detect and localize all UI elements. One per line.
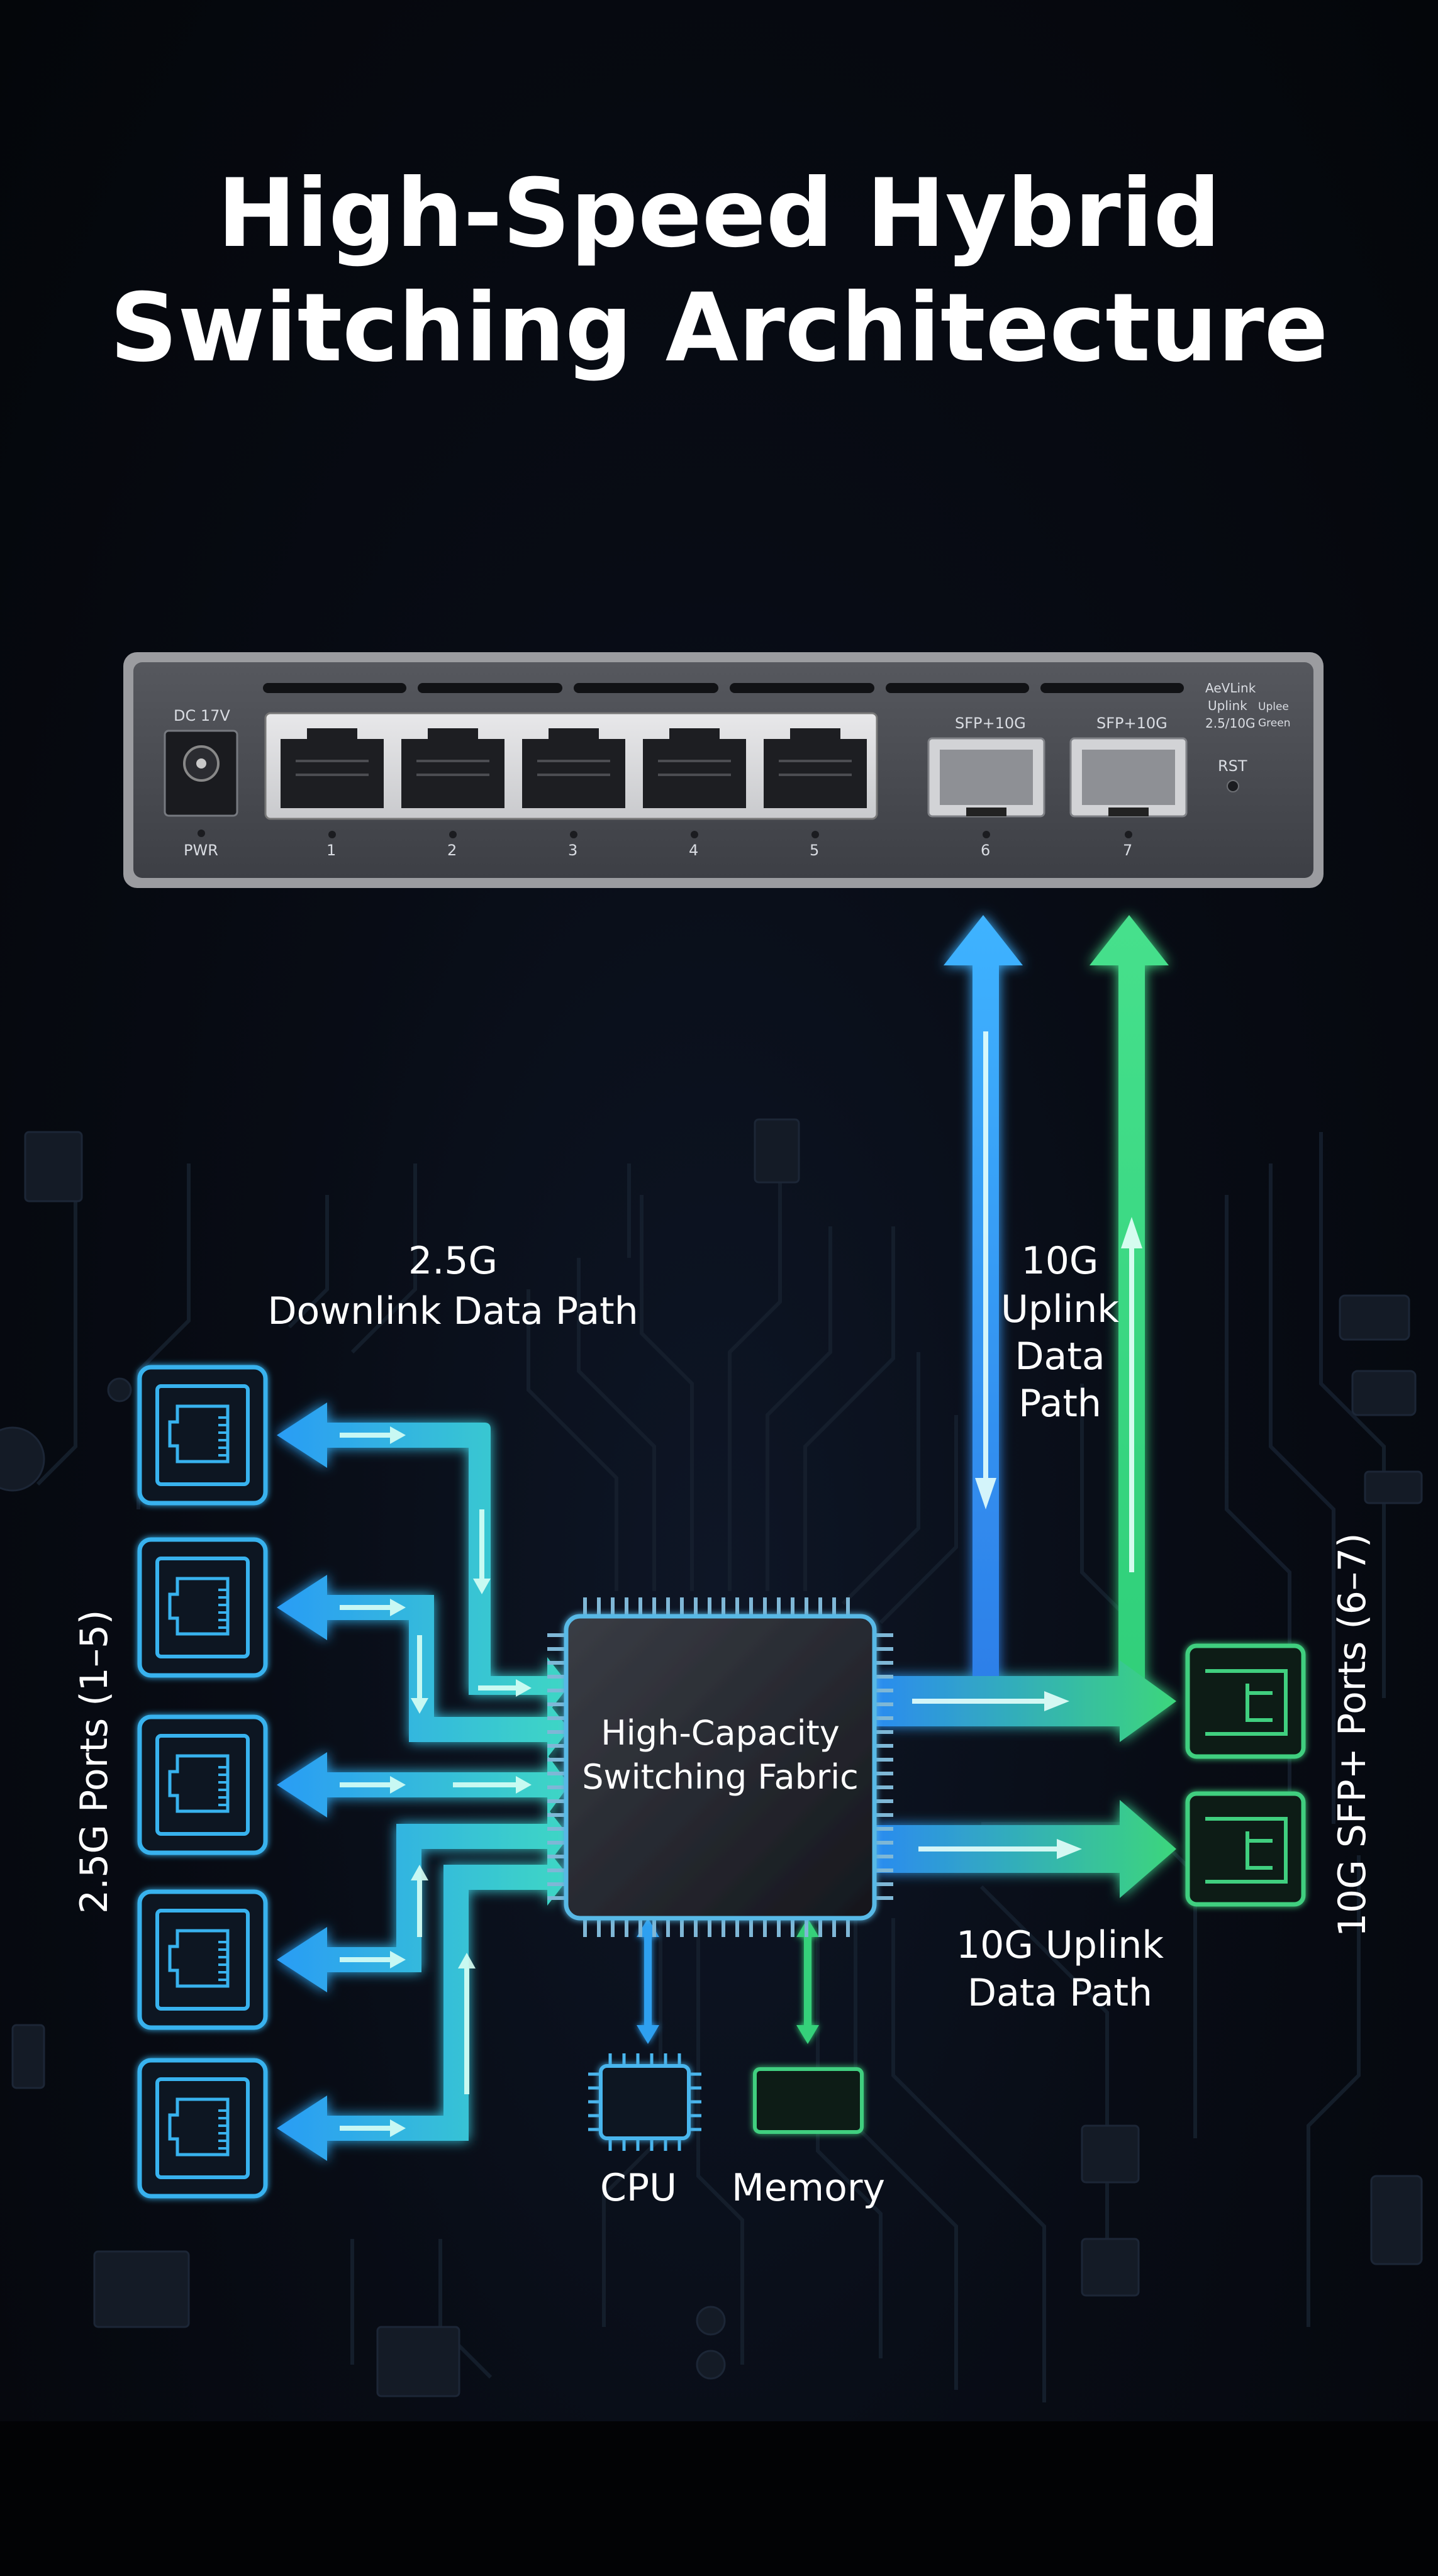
port-number-7: 7 <box>1123 841 1133 859</box>
chip-label-line-1: High-Capacity <box>601 1713 840 1753</box>
port-number-4: 4 <box>689 841 699 859</box>
uplink-lower-label-line-2: Data Path <box>967 1971 1153 2015</box>
downlink-inner-arrows <box>340 1426 532 2137</box>
uplink-vertical-line-2: Uplink <box>1000 1287 1120 1331</box>
uplink-vertical-line-1: 10G <box>1021 1239 1099 1283</box>
switching-fabric-chip <box>547 1597 893 1937</box>
port-number-3: 3 <box>568 841 578 859</box>
ethernet-port-icon <box>137 1889 268 2030</box>
sfp-header-6: SFP+10G <box>955 714 1026 732</box>
legend-col2-2: Green <box>1258 717 1291 730</box>
power-jack-label: DC 17V <box>174 707 230 724</box>
right-ports-label: 10G SFP+ Ports (6–7) <box>1330 1533 1374 1937</box>
memory-chip-icon <box>753 2067 864 2134</box>
reset-label: RST <box>1218 757 1247 775</box>
uplink-vertical-line-3: Data <box>1015 1335 1105 1379</box>
sfp-header-7: SFP+10G <box>1096 714 1168 732</box>
cpu-chip-icon <box>588 2053 701 2151</box>
legend-line-1: AeVLink <box>1205 680 1256 696</box>
cpu-link-arrow <box>637 1918 659 2044</box>
downlink-port-icons <box>137 1365 268 2199</box>
ethernet-port-icon <box>137 1714 268 1855</box>
legend-line-2: Uplink <box>1208 698 1247 713</box>
cpu-label: CPU <box>600 2166 677 2210</box>
sfp-port-icon <box>1185 1791 1306 1907</box>
legend-line-3: 2.5/10G <box>1205 716 1256 731</box>
pwr-led-label: PWR <box>184 841 218 859</box>
memory-link-arrow <box>796 1918 819 2044</box>
downlink-label-line-2: Downlink Data Path <box>267 1289 638 1333</box>
port-number-1: 1 <box>326 841 337 859</box>
uplink-lower-label-line-1: 10G Uplink <box>956 1923 1164 1967</box>
switch-device <box>123 652 1324 888</box>
uplink-inner-arrows <box>912 1031 1142 1859</box>
circuit-components <box>0 1118 1423 2397</box>
downlink-label-line-1: 2.5G <box>408 1239 498 1283</box>
ethernet-port-icon <box>137 1365 268 1506</box>
ethernet-port-icon <box>137 1537 268 1678</box>
left-ports-label: 2.5G Ports (1–5) <box>72 1609 116 1914</box>
bottom-band <box>0 2421 1438 2576</box>
page-title-line-2: Switching Architecture <box>109 274 1329 383</box>
port-number-5: 5 <box>810 841 820 859</box>
port-number-6: 6 <box>981 841 991 859</box>
uplink-vertical-line-4: Path <box>1018 1382 1101 1426</box>
downlink-arrows <box>277 1402 569 2161</box>
ethernet-port-icon <box>137 2058 268 2199</box>
sfp-port-icons <box>1185 1643 1306 1907</box>
chip-label-line-2: Switching Fabric <box>582 1757 859 1797</box>
legend-col2-1: Uplee <box>1258 701 1289 713</box>
page-title-line-1: High-Speed Hybrid <box>217 159 1221 269</box>
memory-label: Memory <box>731 2166 885 2210</box>
sfp-port-icon <box>1185 1643 1306 1759</box>
port-number-2: 2 <box>447 841 457 859</box>
